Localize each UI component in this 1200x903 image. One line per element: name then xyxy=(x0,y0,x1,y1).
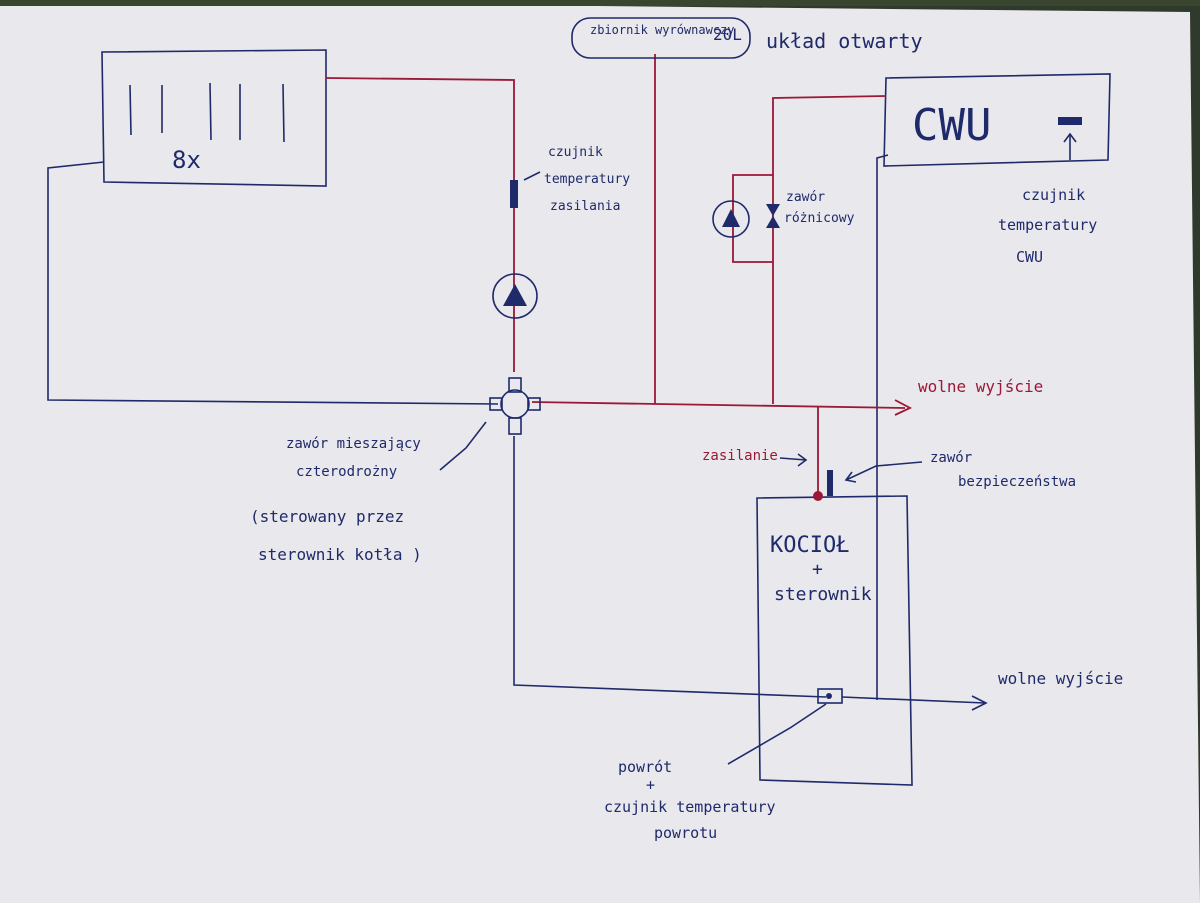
svg-text:zasilanie: zasilanie xyxy=(702,448,778,464)
supply-sensor-icon xyxy=(510,180,518,208)
svg-text:czujnik temperatury: czujnik temperatury xyxy=(604,798,776,816)
open-system-label: układ otwarty xyxy=(766,29,923,53)
dhw-sensor-label: czujnik temperatury CWU xyxy=(998,186,1097,266)
svg-text:różnicowy: różnicowy xyxy=(784,211,855,226)
return-sensor-icon xyxy=(817,688,843,704)
boiler-supply-label: zasilanie xyxy=(702,448,808,467)
svg-text:czujnik: czujnik xyxy=(1022,186,1085,204)
boiler-plus: + xyxy=(812,559,823,580)
svg-text:powrót: powrót xyxy=(618,758,672,776)
svg-text:temperatury: temperatury xyxy=(998,216,1097,234)
paper-shadow xyxy=(0,0,1200,6)
differential-valve-icon xyxy=(766,204,780,228)
expansion-tank-volume: 20L xyxy=(713,25,742,44)
safety-valve-label: zawór bezpieczeństwa xyxy=(844,450,1076,490)
radiator-count-label: 8x xyxy=(172,146,201,174)
boiler: KOCIOŁ + sterownik xyxy=(756,470,913,786)
bypass-pump-icon xyxy=(712,200,750,238)
free-output-bottom-label: wolne wyjście xyxy=(998,669,1123,688)
svg-text:powrotu: powrotu xyxy=(654,824,717,842)
boiler-controller-label: sterownik xyxy=(774,584,872,605)
svg-text:temperatury: temperatury xyxy=(544,172,630,187)
radiator: 8x xyxy=(101,49,327,187)
safety-valve-icon xyxy=(827,470,833,496)
svg-text:czujnik: czujnik xyxy=(548,145,603,160)
svg-text:(sterowany przez: (sterowany przez xyxy=(250,507,404,526)
supply-sensor-label: czujnik temperatury zasilania xyxy=(523,145,630,214)
boiler-supply-point xyxy=(813,491,823,501)
svg-text:zawór: zawór xyxy=(930,450,972,466)
svg-text:bezpieczeństwa: bezpieczeństwa xyxy=(958,474,1076,490)
dhw-sensor-icon xyxy=(1058,117,1082,125)
expansion-tank: zbiornik wyrównawczy 20L xyxy=(571,17,751,59)
svg-text:zasilania: zasilania xyxy=(550,199,620,214)
expansion-tank-label: zbiornik wyrównawczy xyxy=(590,23,735,37)
free-output-top-label: wolne wyjście xyxy=(918,377,1043,396)
svg-text:+: + xyxy=(646,776,655,794)
dhw-tank: CWU xyxy=(883,73,1111,167)
svg-text:sterownik kotła ): sterownik kotła ) xyxy=(258,545,422,564)
mixing-valve-label: zawór mieszający czterodrożny (sterowany… xyxy=(250,421,487,564)
differential-valve-label: zawór różnicowy xyxy=(784,190,855,226)
svg-text:zawór mieszający: zawór mieszający xyxy=(286,436,421,452)
boiler-label: KOCIOŁ xyxy=(770,533,849,558)
return-label: powrót + czujnik temperatury powrotu xyxy=(604,703,827,842)
svg-text:CWU: CWU xyxy=(1016,248,1043,266)
radiator-pump-icon xyxy=(492,273,538,319)
svg-text:czterodrożny: czterodrożny xyxy=(296,464,397,480)
svg-text:zawór: zawór xyxy=(786,190,825,205)
dhw-label: CWU xyxy=(912,100,991,151)
mixing-valve-icon xyxy=(489,377,541,435)
